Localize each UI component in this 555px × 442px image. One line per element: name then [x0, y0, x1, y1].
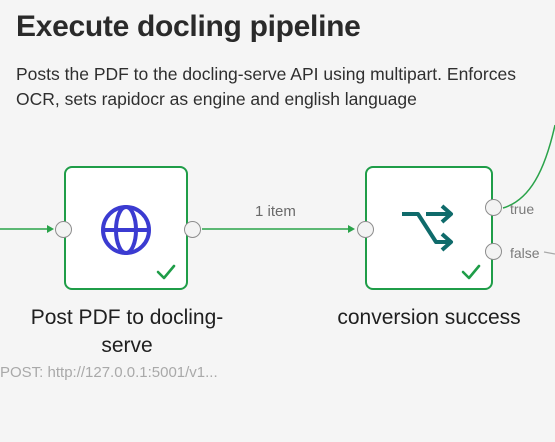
success-check-icon	[461, 264, 481, 280]
if-node-label: conversion success	[337, 306, 521, 329]
http-node-label: Post PDF to docling-serve	[30, 306, 224, 357]
http-node-output-port[interactable]	[184, 221, 201, 238]
globe-icon	[101, 205, 151, 255]
http-node-input-port[interactable]	[55, 221, 72, 238]
sticky-note-body: Posts the PDF to the docling-serve API u…	[16, 64, 516, 109]
true-branch-connection	[502, 124, 555, 209]
true-branch-label: true	[510, 201, 535, 217]
sticky-note-title: Execute docling pipeline	[16, 10, 361, 43]
if-node-input-port[interactable]	[357, 221, 374, 238]
if-node[interactable]	[365, 166, 493, 290]
success-check-icon	[156, 264, 176, 280]
if-node-false-output-port[interactable]	[485, 243, 502, 260]
http-node-subtitle: POST: http://127.0.0.1:5001/v1...	[0, 364, 218, 381]
connection-item-count: 1 item	[255, 203, 296, 220]
http-request-node[interactable]	[64, 166, 188, 290]
if-node-true-output-port[interactable]	[485, 199, 502, 216]
false-branch-connection	[543, 251, 555, 255]
incoming-connection-arrow	[47, 225, 54, 233]
connection-http-to-if-arrow	[348, 225, 355, 233]
false-branch-label: false	[510, 245, 540, 261]
split-arrows-icon	[402, 204, 453, 252]
